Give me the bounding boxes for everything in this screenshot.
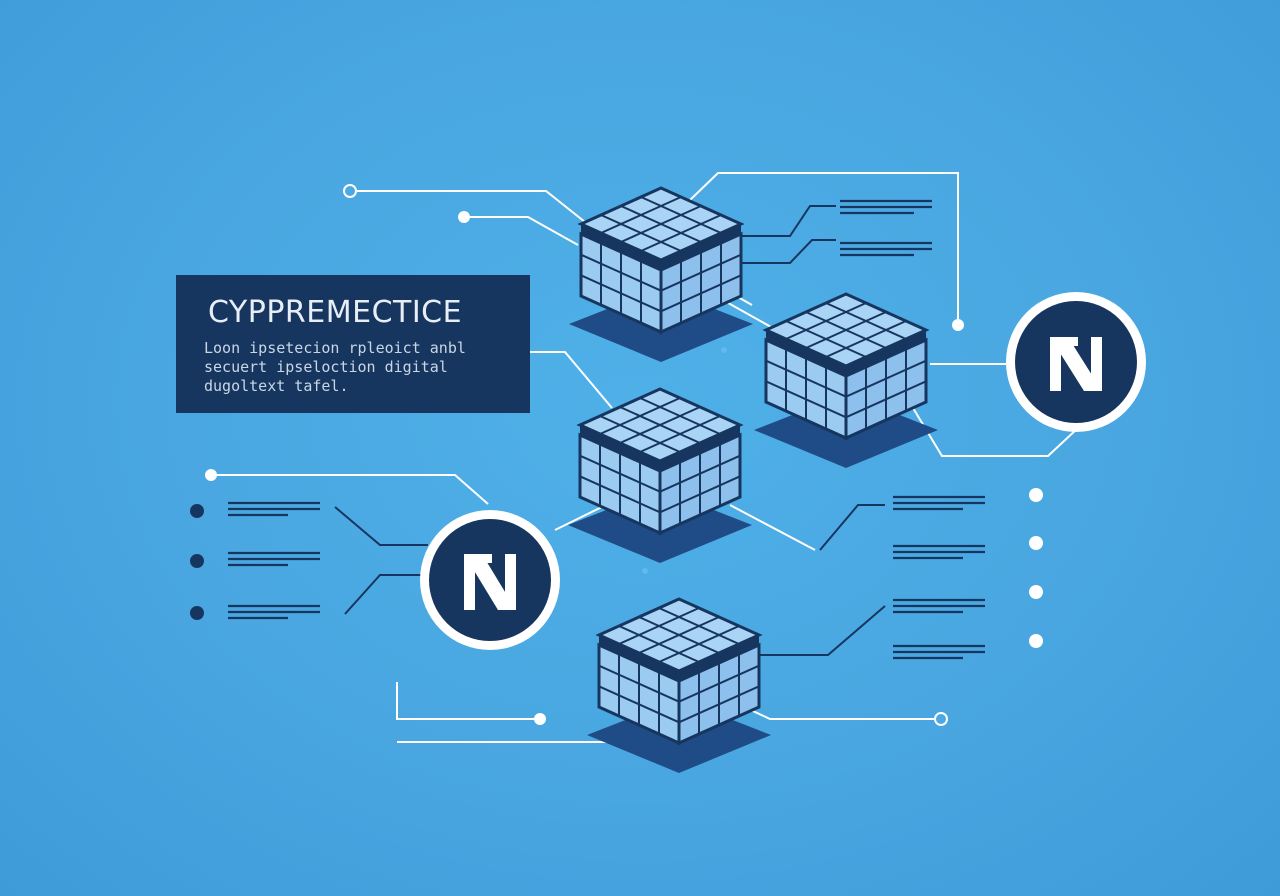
terminal-dots [190, 184, 1043, 726]
text-placeholder-lines [840, 199, 932, 215]
white-dot [1029, 634, 1043, 648]
network-node-right [1006, 292, 1146, 432]
white-dot [1029, 488, 1043, 502]
connector-line [530, 351, 613, 409]
terminal-dot [458, 211, 470, 223]
connector-line [356, 190, 586, 223]
text-placeholder-lines [840, 241, 932, 257]
navy-dot [190, 554, 204, 568]
info-card-title: CYPPREMECTICE [208, 295, 463, 330]
connector-line [742, 205, 836, 237]
text-placeholder-lines [893, 544, 985, 560]
connector-line [760, 605, 886, 656]
server-block-icon [568, 387, 752, 563]
connector-line [212, 474, 489, 505]
connector-line [689, 172, 959, 322]
connector-line [742, 239, 836, 264]
connector-line [819, 504, 885, 551]
N-logo-icon [1050, 337, 1102, 391]
connector-line [344, 574, 428, 615]
terminal-dot [205, 469, 217, 481]
info-card-body: Loon ipsetecion rpleoict anbl secuert ip… [204, 339, 466, 395]
white-dot [1029, 585, 1043, 599]
server-block-icon [569, 186, 753, 362]
terminal-dot [534, 713, 546, 725]
connector-line [396, 682, 540, 720]
text-placeholder-lines [228, 604, 320, 620]
sparkle-dot [721, 347, 727, 353]
connector-line [334, 506, 428, 546]
text-placeholder-lines [893, 495, 985, 511]
network-node-left [420, 510, 560, 650]
terminal-dot [952, 319, 964, 331]
connector-line [739, 704, 941, 720]
connector-line [470, 216, 579, 246]
N-logo-icon [464, 554, 516, 610]
terminal-dot [934, 712, 948, 726]
connector-line [729, 504, 816, 551]
navy-dot [190, 504, 204, 518]
text-placeholder-lines [228, 501, 320, 517]
server-block-icon [754, 292, 938, 468]
text-placeholder-lines [893, 644, 985, 660]
text-placeholder-lines [893, 598, 985, 614]
info-card: CYPPREMECTICE Loon ipsetecion rpleoict a… [176, 275, 530, 413]
sparkle-dot [642, 568, 648, 574]
terminal-dot [343, 184, 357, 198]
navy-dot [190, 606, 204, 620]
server-block-icon [587, 597, 771, 773]
white-dot [1029, 536, 1043, 550]
text-placeholder-lines [228, 551, 320, 567]
